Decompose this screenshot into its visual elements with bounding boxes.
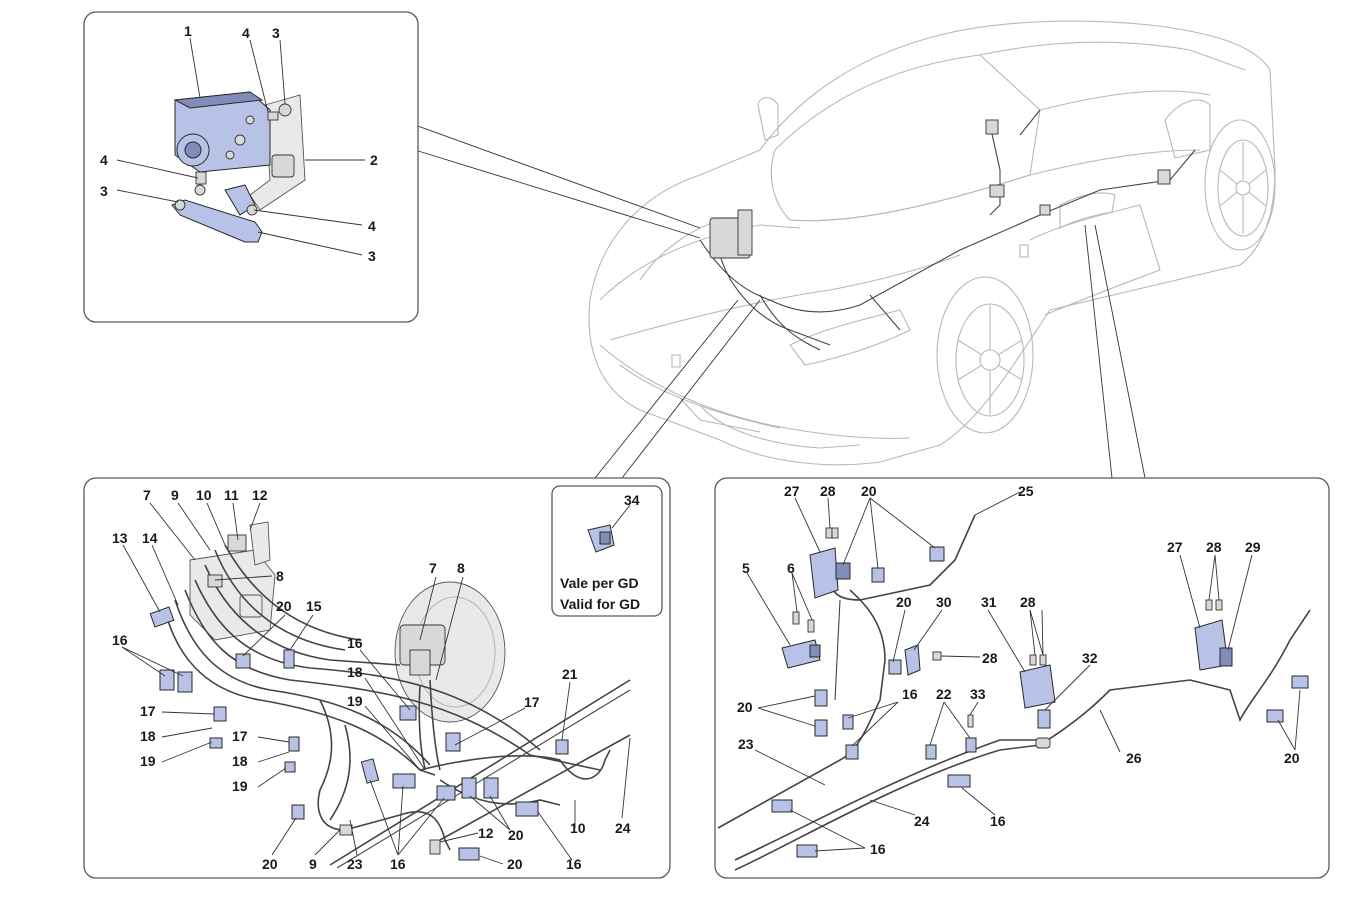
front-callout-label: 18 xyxy=(347,664,363,680)
front-callout-label: 16 xyxy=(390,856,406,872)
abs-callout-label: 2 xyxy=(370,152,378,168)
rear-callout-label: 33 xyxy=(970,686,986,702)
rear-callout-label: 28 xyxy=(1020,594,1036,610)
front-callout-label: 16 xyxy=(566,856,582,872)
rear-callout-label: 24 xyxy=(914,813,930,829)
rear-callout-label: 16 xyxy=(870,841,886,857)
rear-callout-label: 23 xyxy=(738,736,754,752)
rear-callout-label: 6 xyxy=(787,560,795,576)
rear-callout-label: 28 xyxy=(982,650,998,666)
abs-callout-label: 4 xyxy=(100,152,108,168)
front-callout-label: 12 xyxy=(252,487,268,503)
rear-callout-label: 20 xyxy=(737,699,753,715)
rear-brake-lines-panel: 27 28 20 25 5 6 20 30 31 28 32 27 28 29 … xyxy=(714,477,1330,879)
front-callout-label: 17 xyxy=(524,694,540,710)
front-callout-label: 18 xyxy=(232,753,248,769)
rear-callout-label: 26 xyxy=(1126,750,1142,766)
rear-callout-label: 16 xyxy=(902,686,918,702)
abs-module-panel: 1 4 3 2 4 3 4 3 xyxy=(83,11,419,323)
front-callout-label: 20 xyxy=(262,856,278,872)
front-callout-label: 7 xyxy=(143,487,151,503)
front-callout-label: 8 xyxy=(276,568,284,584)
rear-callout-label: 20 xyxy=(1284,750,1300,766)
front-callout-label: 19 xyxy=(140,753,156,769)
abs-callout-label: 3 xyxy=(368,248,376,264)
abs-callout-label: 4 xyxy=(242,25,250,41)
front-callout-label: 17 xyxy=(140,703,156,719)
car-outline xyxy=(588,20,1276,466)
rear-callout-label: 27 xyxy=(784,483,800,499)
front-callout-label: 18 xyxy=(140,728,156,744)
gd-note-line-1: Vale per GD xyxy=(560,575,639,591)
panel-connector-lines xyxy=(414,124,1146,479)
front-callout-label: 34 xyxy=(624,492,640,508)
rear-callout-label: 32 xyxy=(1082,650,1098,666)
rear-callout-label: 5 xyxy=(742,560,750,576)
front-callout-label: 16 xyxy=(347,635,363,651)
abs-callout-label: 3 xyxy=(100,183,108,199)
front-callout-label: 20 xyxy=(507,856,523,872)
front-callout-label: 21 xyxy=(562,666,578,682)
abs-callout-label: 4 xyxy=(368,218,376,234)
front-callout-label: 19 xyxy=(232,778,248,794)
car-brake-lines xyxy=(699,109,1196,351)
rear-callout-label: 20 xyxy=(896,594,912,610)
gd-note-line-2: Valid for GD xyxy=(560,596,640,612)
rear-callout-label: 31 xyxy=(981,594,997,610)
abs-callout-label: 1 xyxy=(184,23,192,39)
front-callout-label: 17 xyxy=(232,728,248,744)
front-callout-label: 15 xyxy=(306,598,322,614)
rear-callout-label: 16 xyxy=(990,813,1006,829)
front-callout-label: 11 xyxy=(224,487,239,503)
front-callout-label: 7 xyxy=(429,560,437,576)
front-callout-label: 10 xyxy=(196,487,212,503)
abs-callout-label: 3 xyxy=(272,25,280,41)
rear-callout-label: 29 xyxy=(1245,539,1261,555)
front-callout-label: 16 xyxy=(112,632,128,648)
rear-callout-label: 22 xyxy=(936,686,952,702)
front-callout-label: 12 xyxy=(478,825,494,841)
rear-callout-label: 28 xyxy=(820,483,836,499)
rear-callout-label: 25 xyxy=(1018,483,1034,499)
front-callout-label: 20 xyxy=(508,827,524,843)
front-callout-label: 19 xyxy=(347,693,363,709)
front-brake-lines-panel: 7 9 10 11 12 13 14 8 20 15 16 7 8 16 18 … xyxy=(83,477,671,879)
front-callout-label: 10 xyxy=(570,820,586,836)
front-callout-label: 24 xyxy=(615,820,631,836)
front-callout-label: 9 xyxy=(171,487,179,503)
front-callout-label: 9 xyxy=(309,856,317,872)
rear-callout-label: 30 xyxy=(936,594,952,610)
rear-callout-label: 28 xyxy=(1206,539,1222,555)
front-callout-label: 14 xyxy=(142,530,158,546)
front-callout-label: 13 xyxy=(112,530,128,546)
front-callout-label: 23 xyxy=(347,856,363,872)
rear-callout-label: 20 xyxy=(861,483,877,499)
rear-callout-label: 27 xyxy=(1167,539,1183,555)
front-callout-label: 20 xyxy=(276,598,292,614)
front-callout-label: 8 xyxy=(457,560,465,576)
